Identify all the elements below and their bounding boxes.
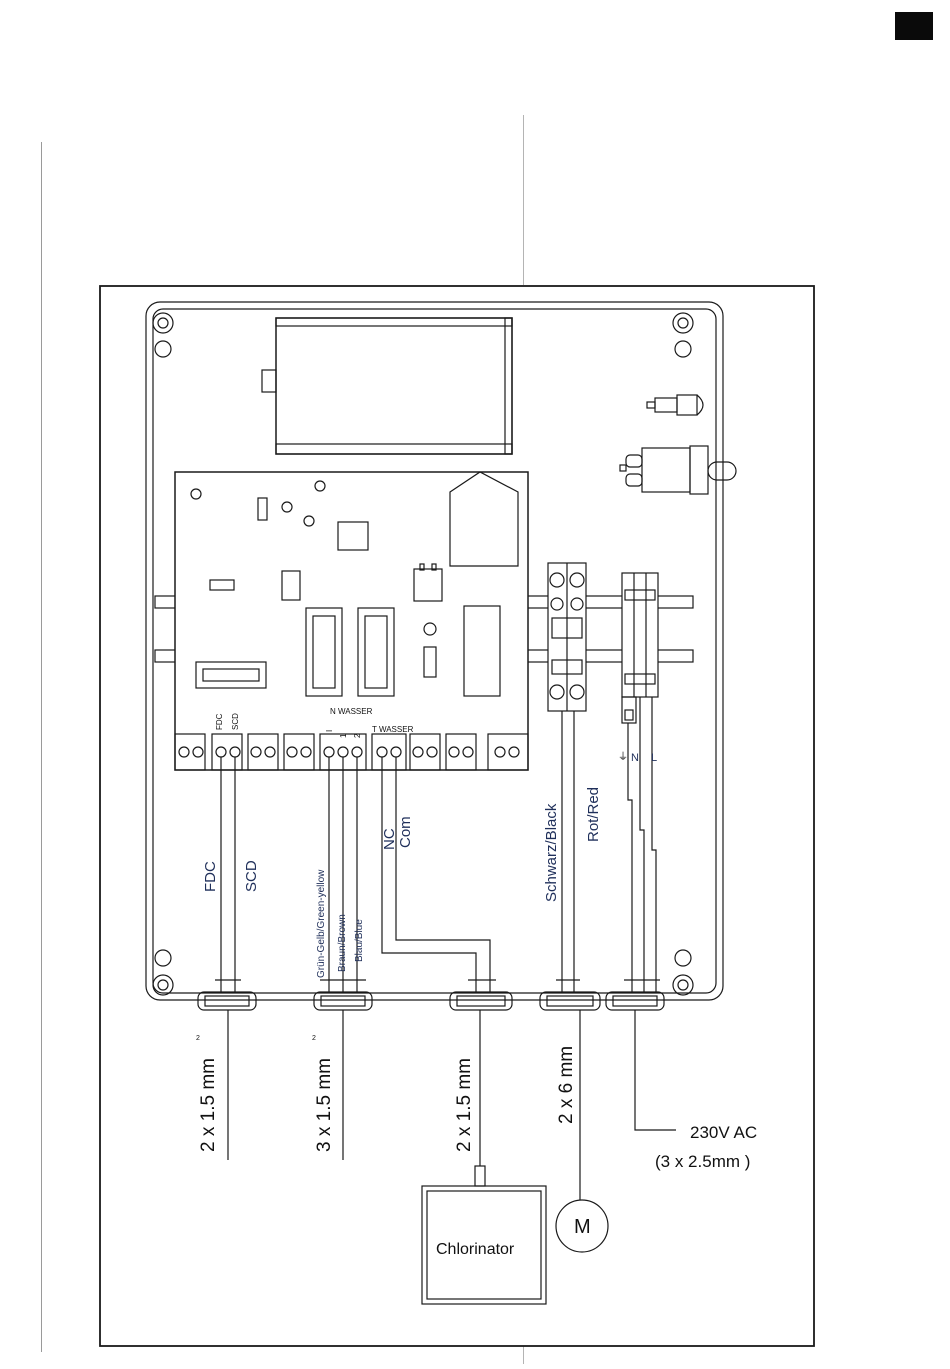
indicator-lamp-icon <box>647 395 703 415</box>
label-fdc: FDC <box>202 861 219 892</box>
label-pin-3: 2 <box>353 733 362 738</box>
cable-spec-sup-1: 2 <box>196 1035 200 1042</box>
label-rot-red: Rot/Red <box>585 787 602 842</box>
cable-spec-fdc-scd: 2 x 1.5 mm <box>198 1058 219 1152</box>
corner-screw-icon <box>153 313 173 357</box>
label-scd-small: SCD <box>231 713 240 730</box>
label-schwarz-black: Schwarz/Black <box>543 803 560 902</box>
cable-gland-icon <box>450 992 512 1010</box>
cable-gland-icon <box>540 992 600 1010</box>
label-green-yellow: Grün-Gelb/Green-yellow <box>316 869 327 978</box>
toggle-switch-icon <box>620 446 736 494</box>
label-scd: SCD <box>243 860 260 892</box>
label-230v-ac: 230V AC <box>690 1123 757 1142</box>
corner-screw-icon <box>673 313 693 357</box>
label-blau-blue: Blau/Blue <box>354 919 365 962</box>
label-nc: NC <box>381 828 398 850</box>
label-n-wasser: N WASSER <box>330 707 373 716</box>
cable-spec-sup-2: 2 <box>312 1035 316 1042</box>
label-motor: M <box>574 1216 591 1238</box>
label-pin-2: 1 <box>339 733 348 738</box>
external-cables <box>228 1010 676 1200</box>
label-n: N <box>631 752 639 764</box>
corner-screw-icon <box>673 950 693 995</box>
label-chlorinator: Chlorinator <box>436 1241 515 1258</box>
label-fdc-small: FDC <box>215 713 224 730</box>
label-pin-1: I <box>325 730 334 732</box>
cable-gland-icon <box>198 992 256 1010</box>
label-braun-brown: Braun/Brown <box>337 914 348 972</box>
label-l: L <box>651 752 657 764</box>
label-earth: ⏚ <box>618 751 628 763</box>
cable-spec-motor: 2 x 6 mm <box>556 1046 577 1124</box>
cable-gland-icon <box>314 992 372 1010</box>
transformer-block <box>262 318 512 454</box>
figure-frame <box>100 286 814 1346</box>
corner-screw-icon <box>153 950 173 995</box>
cable-spec-water: 3 x 1.5 mm <box>314 1058 335 1152</box>
motor-terminal-block <box>548 563 586 711</box>
cable-gland-icon <box>606 992 664 1010</box>
label-com: Com <box>397 816 414 848</box>
control-pcb <box>175 472 528 770</box>
cable-spec-chlorinator: 2 x 1.5 mm <box>454 1058 475 1152</box>
label-t-wasser: T WASSER <box>372 725 414 734</box>
label-power-cable-spec: (3 x 2.5mm ) <box>655 1152 750 1171</box>
